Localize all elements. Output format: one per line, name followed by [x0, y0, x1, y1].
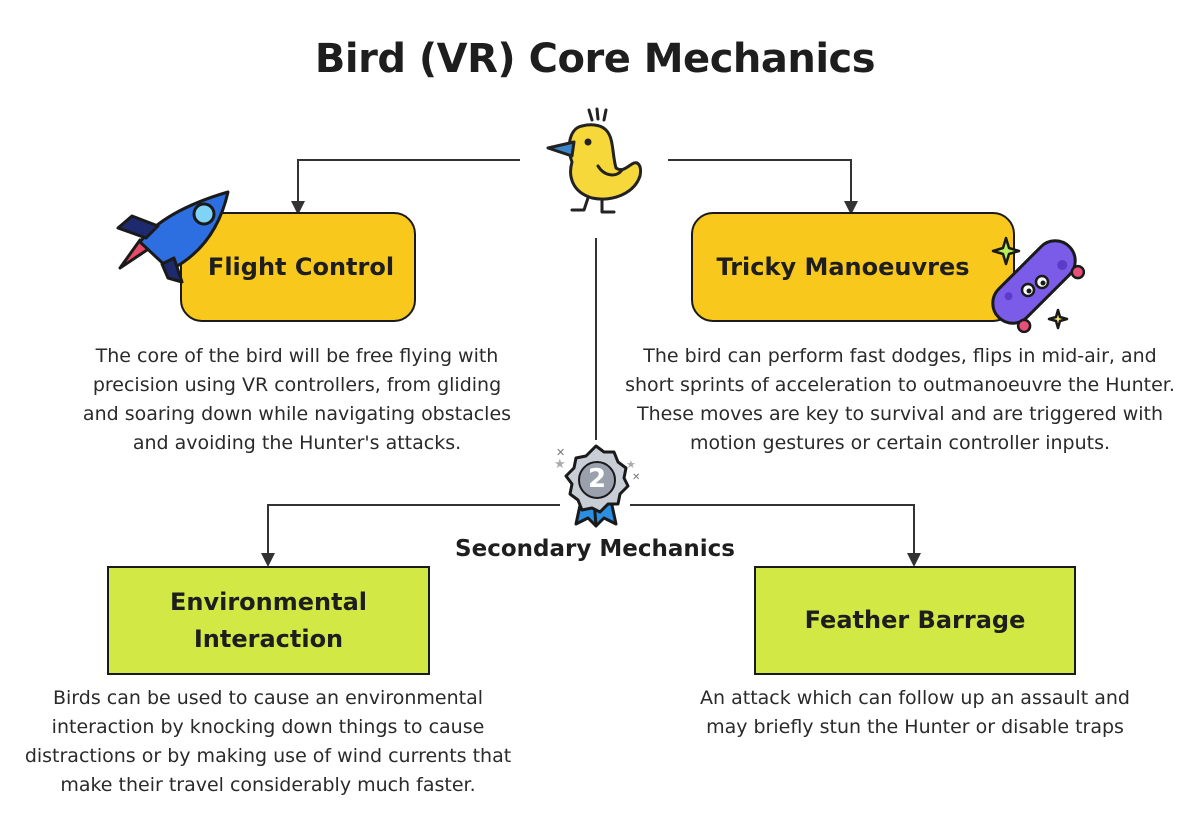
flight-control-label: Flight Control — [207, 253, 395, 281]
feather-barrage-description: An attack which can follow up an assault… — [700, 687, 1130, 738]
skateboard-icon — [991, 236, 1086, 334]
feather-barrage-label: Feather Barrage — [804, 606, 1026, 634]
feather-barrage-box: Feather Barrage — [754, 566, 1076, 675]
svg-text:✕: ✕ — [632, 472, 640, 483]
tricky-manoeuvres-box: Tricky Manoeuvres — [691, 212, 1015, 322]
connector-to-feather-barrage — [630, 504, 921, 567]
environmental-interaction-box: Environmental Interaction — [107, 566, 430, 675]
environmental-interaction-description: Birds can be used to cause an environmen… — [24, 687, 512, 796]
svg-text:★: ★ — [554, 457, 566, 472]
flight-control-description: The core of the bird will be free flying… — [82, 345, 512, 454]
diagram-title: Bird (VR) Core Mechanics — [314, 36, 876, 82]
secondary-mechanics-label: Secondary Mechanics — [455, 536, 735, 562]
svg-text:✕: ✕ — [556, 446, 565, 459]
svg-text:★: ★ — [626, 458, 636, 471]
connector-to-flight-control — [291, 159, 520, 215]
ribbon-badge-icon: ✕ ★ ★ ✕ — [554, 444, 640, 528]
flight-control-box: Flight Control — [180, 212, 416, 322]
secondary-badge-number: 2 — [587, 464, 607, 494]
rocket-icon — [116, 190, 230, 284]
connector-to-tricky-manoeuvres — [668, 159, 858, 215]
bird-icon — [546, 107, 642, 214]
tricky-manoeuvres-label: Tricky Manoeuvres — [716, 253, 970, 281]
tricky-manoeuvres-description: The bird can perform fast dodges, flips … — [625, 345, 1175, 454]
connector-to-environmental — [261, 504, 560, 567]
environmental-interaction-label: Environmental Interaction — [169, 587, 368, 653]
